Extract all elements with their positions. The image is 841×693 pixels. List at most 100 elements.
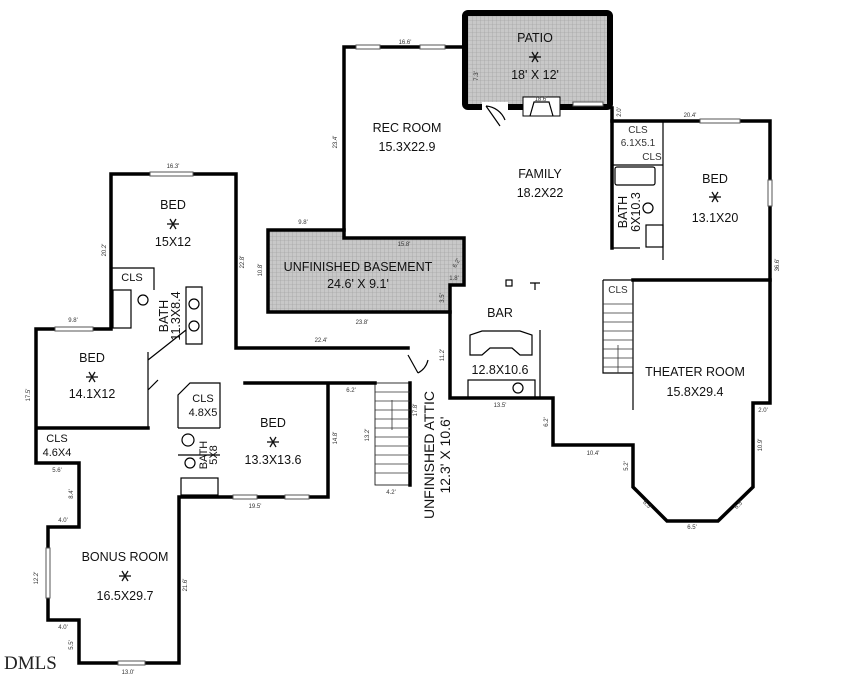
room-name: BATH	[157, 300, 171, 332]
room-size: 18.2X22	[517, 186, 564, 200]
ceiling-fan-icon	[85, 371, 99, 383]
dim-label: 36.6'	[775, 259, 781, 272]
dim-label: 20.2'	[102, 244, 108, 257]
unfinished-basement: UNFINISHED BASEMENT 24.6' X 9.1' 9.8' 15…	[258, 220, 466, 326]
room-name: CLS	[628, 125, 648, 136]
fireplace-icon	[522, 96, 561, 117]
dim-label: 6.5'	[641, 500, 652, 511]
dim-label: 22.8'	[240, 256, 246, 269]
ceiling-fan-icon	[118, 570, 132, 582]
dim-label: 6.2'	[452, 258, 462, 269]
room-name: BAR	[487, 306, 513, 320]
room-name: UNFINISHED BASEMENT	[284, 260, 433, 274]
ceiling-fan-icon	[166, 218, 180, 230]
room-name: BATH	[198, 441, 210, 470]
room-size: 6X10.3	[629, 192, 643, 232]
dim-label: 4.2'	[386, 490, 396, 496]
room-name: CLS	[46, 433, 67, 445]
dim-label: 17.5'	[26, 389, 32, 402]
room-name: CLS	[642, 152, 662, 163]
dim-label: 23.4'	[333, 136, 339, 149]
dim-label: 23.8'	[356, 320, 369, 326]
room-name: UNFINISHED ATTIC	[421, 391, 437, 519]
bathtub-icon	[180, 477, 219, 496]
dim-label: 17.8'	[413, 404, 419, 417]
ceiling-fan-icon	[266, 436, 280, 448]
mls-logo: DMLS	[4, 653, 57, 674]
dim-label: 10.9'	[758, 439, 764, 452]
dim-label: 10.8'	[258, 264, 264, 277]
dim-label: 13.5'	[494, 403, 507, 409]
walls	[34, 45, 772, 665]
room-name: CLS	[192, 393, 213, 405]
dim-label: 16.6'	[399, 40, 412, 46]
sink-icon	[512, 382, 524, 394]
windows	[45, 44, 773, 666]
room-size: 12.3' X 10.6'	[437, 417, 453, 494]
door-swing-icon	[485, 105, 506, 127]
door-swing-icon	[407, 354, 429, 374]
toilet-icon	[642, 202, 654, 214]
room-labels: REC ROOM 15.3X22.9 FAMILY 18.2X22 CLS 6.…	[43, 121, 745, 603]
bathtub-icon	[112, 289, 132, 329]
dim-label: 18.6'	[535, 97, 548, 103]
dim-label: 13.0'	[122, 670, 135, 676]
room-size: 15.8X29.4	[667, 385, 724, 399]
dim-label: 19.5'	[249, 504, 262, 510]
dim-label: 9.8'	[298, 220, 308, 226]
dim-label: 21.6'	[183, 579, 189, 592]
room-size: 5X8	[208, 445, 220, 465]
room-name: FAMILY	[518, 167, 562, 181]
dim-label: 7.3'	[474, 71, 480, 81]
toilet-icon	[184, 457, 196, 469]
dim-label: 15.8'	[398, 242, 411, 248]
dim-label: 5.6'	[52, 468, 62, 474]
room-name: BED	[702, 172, 728, 186]
dim-label: 11.2'	[440, 349, 446, 361]
dim-label: 10.4'	[587, 451, 600, 457]
dim-label: 6.2'	[544, 417, 550, 427]
dim-label: 16.3'	[167, 164, 180, 170]
room-name: REC ROOM	[373, 121, 442, 135]
room-size: 4.8X5	[189, 407, 218, 419]
stairs-icon	[374, 303, 633, 486]
dim-label: 22.4'	[315, 338, 328, 344]
room-size: 13.3X13.6	[245, 453, 302, 467]
room-size: 11.3X8.4	[169, 291, 183, 340]
room-size: 16.5X29.7	[97, 589, 154, 603]
toilet-icon	[137, 294, 149, 306]
room-size: 14.1X12	[69, 387, 116, 401]
dim-label: 4.0'	[58, 518, 68, 524]
fixtures	[112, 166, 664, 496]
room-name: BATH	[616, 196, 630, 228]
ceiling-fan-icon	[708, 191, 722, 203]
patio: 18.6' 7.3' PATIO 18' X 12'	[462, 10, 613, 127]
room-size: 12.8X10.6	[472, 363, 529, 377]
room-size: 6.1X5.1	[621, 138, 656, 149]
dim-label: 9.8'	[68, 318, 78, 324]
sink-icon	[645, 224, 664, 248]
dim-label: 12.2'	[34, 572, 40, 585]
room-size: 4.6X4	[43, 447, 72, 459]
room-name: BED	[79, 351, 105, 365]
dim-label: 5.2'	[624, 461, 630, 471]
dim-label: 6.5'	[734, 500, 745, 511]
room-name: CLS	[121, 272, 142, 284]
bar-counter	[469, 330, 533, 356]
bathtub-icon	[614, 166, 656, 186]
dim-label: 2.0'	[758, 408, 768, 414]
dim-label: 20.4'	[684, 113, 697, 119]
room-name: CLS	[608, 285, 628, 296]
dim-label: 5.5'	[69, 640, 75, 650]
dim-label: 2.0'	[617, 107, 623, 117]
dim-label: 3.5'	[440, 293, 446, 303]
dim-label: 6.5'	[687, 525, 697, 531]
dim-label: 14.8'	[333, 432, 339, 445]
dim-label: 4.0'	[58, 625, 68, 631]
sink-icon	[188, 320, 200, 332]
dim-label: 8.4'	[69, 489, 75, 499]
sink-icon	[181, 433, 195, 447]
room-name: PATIO	[517, 31, 553, 45]
room-size: 24.6' X 9.1'	[327, 277, 389, 291]
room-name: BONUS ROOM	[82, 550, 169, 564]
